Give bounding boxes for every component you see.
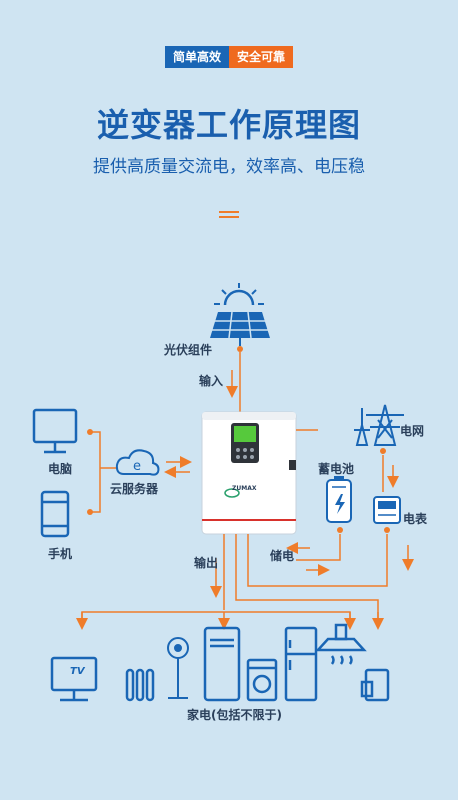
inverter-device	[201, 411, 297, 535]
label-output: 输出	[194, 556, 219, 570]
range-hood-icon	[315, 623, 367, 665]
label-solar: 光伏组件	[164, 343, 213, 357]
solar-panel-icon	[210, 283, 270, 352]
fan-icon	[167, 637, 189, 699]
label-computer: 电脑	[48, 462, 73, 476]
power-grid-icon	[354, 404, 404, 446]
cloud-server-icon: e	[115, 449, 160, 476]
label-battery: 蓄电池	[318, 462, 355, 476]
tag-right: 安全可靠	[229, 46, 294, 68]
computer-icon	[32, 408, 78, 454]
page-title: 逆变器工作原理图	[96, 106, 361, 144]
inverter-brand: ZUMAX	[232, 485, 257, 492]
washing-machine-icon	[246, 658, 278, 702]
refrigerator-icon	[284, 626, 318, 702]
phone-icon	[40, 490, 70, 538]
page-subtitle: 提供高质量交流电，效率高、电压稳	[93, 157, 365, 177]
label-appliances: 家电(包括不限于)	[187, 708, 282, 722]
radiator-icon	[125, 668, 155, 702]
label-phone: 手机	[48, 547, 73, 561]
label-grid: 电网	[400, 424, 425, 438]
coffee-maker-icon	[360, 668, 390, 702]
electric-meter-icon	[373, 496, 401, 524]
air-conditioner-icon	[203, 626, 241, 702]
label-storage: 储电	[270, 549, 295, 563]
tv-icon	[50, 656, 98, 702]
header-tags: 简单高效 安全可靠	[0, 46, 458, 68]
divider-ornament	[219, 208, 239, 221]
tag-left: 简单高效	[164, 46, 229, 68]
label-input: 输入	[199, 374, 224, 388]
tv-label: TV	[70, 666, 85, 677]
battery-icon	[326, 476, 352, 523]
label-meter: 电表	[403, 512, 428, 526]
label-cloud: 云服务器	[110, 482, 159, 496]
svg-text:e: e	[133, 459, 141, 474]
